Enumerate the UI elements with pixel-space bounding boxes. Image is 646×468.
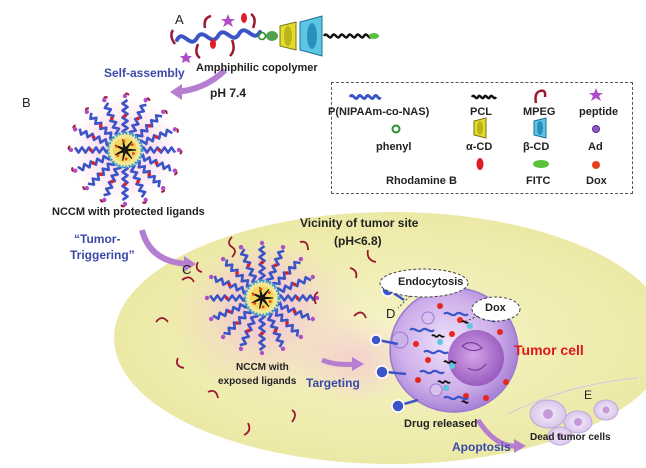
legend-label: MPEG (523, 106, 556, 118)
micelle-exposed (204, 240, 320, 356)
panel-e-letter: E (584, 388, 593, 402)
free-mpeg-fragments (155, 236, 377, 436)
legend-label: Rhodamine B (386, 175, 457, 187)
green-oval-icon (533, 160, 549, 168)
tumor-triggering-line-1: “Tumor- (74, 232, 121, 246)
legend-label: phenyl (376, 141, 412, 153)
apoptosis-label: Apoptosis (452, 440, 511, 454)
green-ring-icon (391, 124, 401, 134)
dead-tumor-cells (507, 377, 639, 446)
purple-star-icon (589, 88, 603, 101)
vicinity-title: Vicinity of tumor site (300, 216, 419, 230)
black-coil-icon (470, 94, 498, 100)
dox-bubble (471, 296, 521, 322)
endocytosis-bubble (379, 268, 469, 298)
amphiphilic-copolymer-label: Amphiphilic copolymer (196, 62, 318, 74)
tumor-triggering-arrow (139, 229, 189, 267)
legend-label: PCL (470, 106, 492, 118)
panel-c-letter: C (182, 262, 192, 277)
ph-74-label: pH 7.4 (210, 86, 247, 100)
panel-d-letter: D (386, 306, 396, 321)
legend-label: FITC (526, 175, 551, 187)
targeting-label: Targeting (306, 376, 360, 390)
legend-label: Dox (586, 175, 607, 187)
red-hook-icon (534, 89, 547, 104)
cyan-cone-icon (533, 117, 547, 139)
legend-label: α-CD (466, 141, 493, 153)
nccm-exposed-line-1: NCCM with (236, 362, 289, 373)
legend-label: Ad (588, 141, 603, 153)
legend-label: P(NIPAAm-co-NAS) (328, 106, 430, 118)
drug-released-label: Drug released (404, 418, 478, 430)
self-assembly-label: Self-assembly (104, 66, 185, 80)
tumor-triggering-line-2: Triggering” (70, 248, 135, 262)
legend-label: peptide (579, 106, 619, 118)
nccm-exposed-line-2: exposed ligands (218, 376, 297, 387)
legend-label: β-CD (523, 141, 550, 153)
amphiphilic-copolymer-drawing (170, 12, 379, 63)
dox-bubble-label: Dox (485, 302, 506, 314)
tumor-cell-label: Tumor cell (514, 342, 584, 358)
panel-b-letter: B (22, 95, 31, 110)
purple-dot-icon (592, 125, 600, 133)
nccm-protected-label: NCCM with protected ligands (52, 206, 205, 218)
vicinity-ph: (pH<6.8) (334, 234, 382, 248)
blue-wave-icon (348, 94, 382, 100)
panel-a-letter: A (175, 12, 184, 27)
orange-dot-icon (592, 161, 600, 169)
legend: P(NIPAAm-co-NAS) PCL MPEG peptide phenyl… (328, 82, 633, 194)
endocytosis-label: Endocytosis (398, 276, 464, 288)
micelle-protected (67, 92, 183, 208)
red-oval-icon (476, 158, 484, 170)
dead-tumor-cells-label: Dead tumor cells (530, 432, 611, 443)
yellow-cone-icon (473, 117, 487, 139)
